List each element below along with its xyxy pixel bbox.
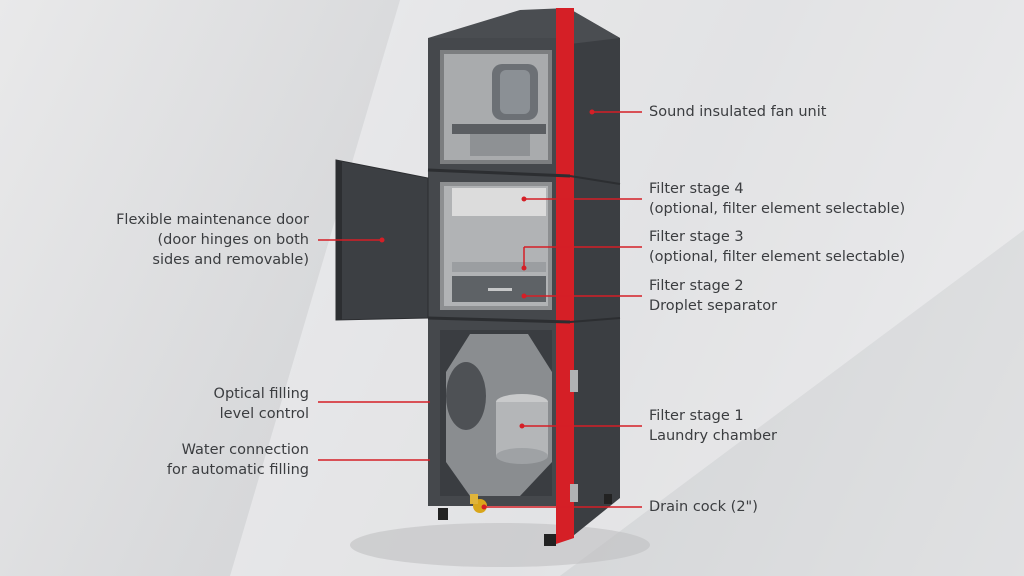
cabinet-side-panel [568,8,620,540]
callout-water-line1: Water connection [181,442,309,458]
filter-element-stage3 [452,262,546,272]
filter-element-stage4 [452,188,546,216]
callout-optical-line2: level control [219,406,309,422]
callout-filter-stage-4: Filter stage 4 (optional, filter element… [649,179,905,219]
callout-filter-stage-1: Filter stage 1 Laundry chamber [649,406,777,446]
callout-filter2-line1: Filter stage 2 [649,278,744,294]
callout-door-line3: sides and removable) [152,252,309,268]
callout-water-connection: Water connection for automatic filling [167,440,309,480]
callout-water-line2: for automatic filling [166,462,309,478]
fan-plate [452,124,546,134]
callout-filter3-line1: Filter stage 3 [649,229,744,245]
callout-filter1-line2: Laundry chamber [649,428,777,444]
callout-filter-stage-2: Filter stage 2 Droplet separator [649,276,777,316]
callout-maintenance-door: Flexible maintenance door (door hinges o… [116,210,309,270]
callout-filter1-line1: Filter stage 1 [649,408,744,424]
callout-fan-unit-line1: Sound insulated fan unit [649,104,827,120]
red-edge-strip [556,8,574,544]
callout-filter4-line1: Filter stage 4 [649,181,744,197]
callout-filter-stage-3: Filter stage 3 (optional, filter element… [649,227,905,267]
callout-filter3-line2: (optional, filter element selectable) [649,249,906,265]
callout-drain-line1: Drain cock (2") [649,499,758,515]
callout-fan-unit: Sound insulated fan unit [649,102,826,122]
callout-filter4-line2: (optional, filter element selectable) [649,201,906,217]
callout-optical-level-control: Optical filling level control [214,384,309,424]
callout-door-line1: Flexible maintenance door [116,212,309,228]
callout-door-line2: (door hinges on both [157,232,310,248]
callout-filter2-line2: Droplet separator [649,298,778,314]
callout-optical-line1: Optical filling [213,386,309,402]
callout-drain-cock: Drain cock (2") [649,497,758,517]
